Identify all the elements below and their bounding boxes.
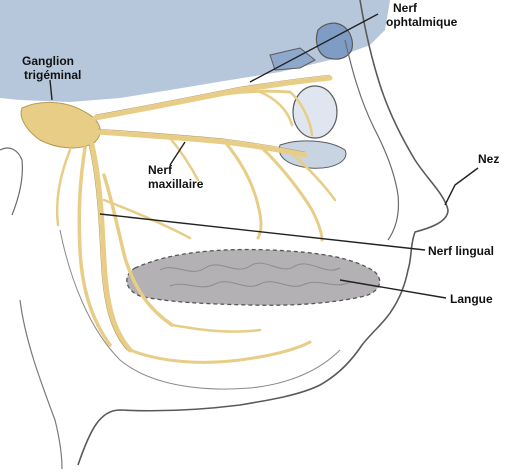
label-nerf-ophtalmique-line1: Nerf (393, 1, 418, 15)
orbit (293, 86, 337, 138)
label-ganglion-line2: trigéminal (24, 68, 81, 82)
label-nerf-maxillaire-line1: Nerf (148, 163, 173, 177)
neck-outline (20, 300, 62, 469)
skull-back-outline (0, 148, 22, 215)
maxillary-sinus (279, 141, 346, 168)
label-langue: Langue (450, 292, 493, 306)
tongue (127, 250, 380, 306)
label-nez: Nez (478, 152, 499, 166)
nasal-septum-outline (345, 40, 398, 240)
label-ganglion-line1: Ganglion (22, 54, 74, 68)
label-nerf-ophtalmique-line2: ophtalmique (386, 15, 458, 29)
mask-box-bottom (115, 425, 335, 469)
leader-nerf-lingual (100, 214, 425, 250)
label-nerf-lingual: Nerf lingual (428, 244, 494, 258)
label-nerf-maxillaire-line2: maxillaire (148, 177, 204, 191)
frontal-sinus (316, 23, 352, 59)
leader-nez (445, 168, 478, 205)
mask-box-right (418, 60, 516, 150)
trigeminal-nerve-branches (21, 78, 335, 362)
